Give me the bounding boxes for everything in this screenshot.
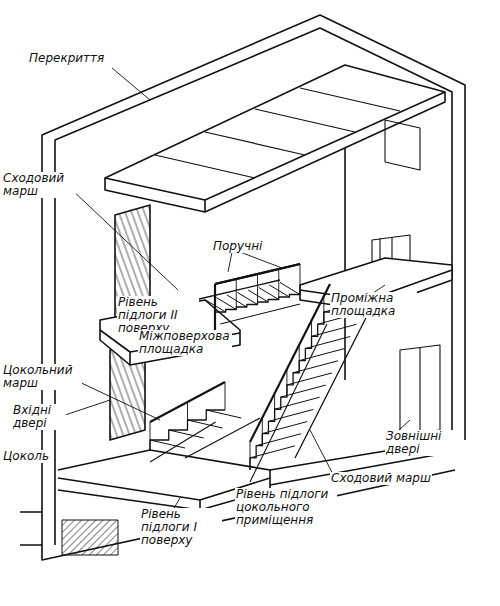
stair-soffit [150,422,216,462]
part-label: Цокольний марш [2,364,82,390]
plinth-foundation [62,520,118,555]
part-label: Сходовий марш [330,472,432,485]
handrail-top [215,264,300,330]
stair-soffit [250,324,327,482]
part-label: Сходовий марш [2,172,76,198]
slab-joints [155,88,400,178]
part-label: Міжповерхова площадка [138,330,232,356]
outer-door [400,345,440,435]
part-label: Вхідні двері [12,404,66,430]
part-label: Поручні [212,240,263,253]
baluster [150,382,225,450]
stair-soffit [220,304,300,324]
wall-outline [42,15,465,545]
stair-string [195,280,280,300]
part-label: Зовнішні двері [385,430,457,456]
window-upper [385,120,420,170]
stair-string [185,418,260,458]
part-label: Проміжна площадка [330,292,417,318]
baluster [215,264,300,312]
ground-line [20,470,455,560]
part-label: Перекриття [28,52,105,65]
floor-slab [105,65,445,212]
stair-string [295,300,375,458]
part-label: Цоколь [2,450,50,463]
part-label: Рівень підлоги цокольного приміщення [235,488,337,527]
part-label: Рівень підлоги I поверху [140,508,222,547]
stair-profile [250,312,330,470]
baluster [250,296,324,470]
landing-edge-2 [100,330,240,365]
wall-inner-edge [55,28,452,545]
